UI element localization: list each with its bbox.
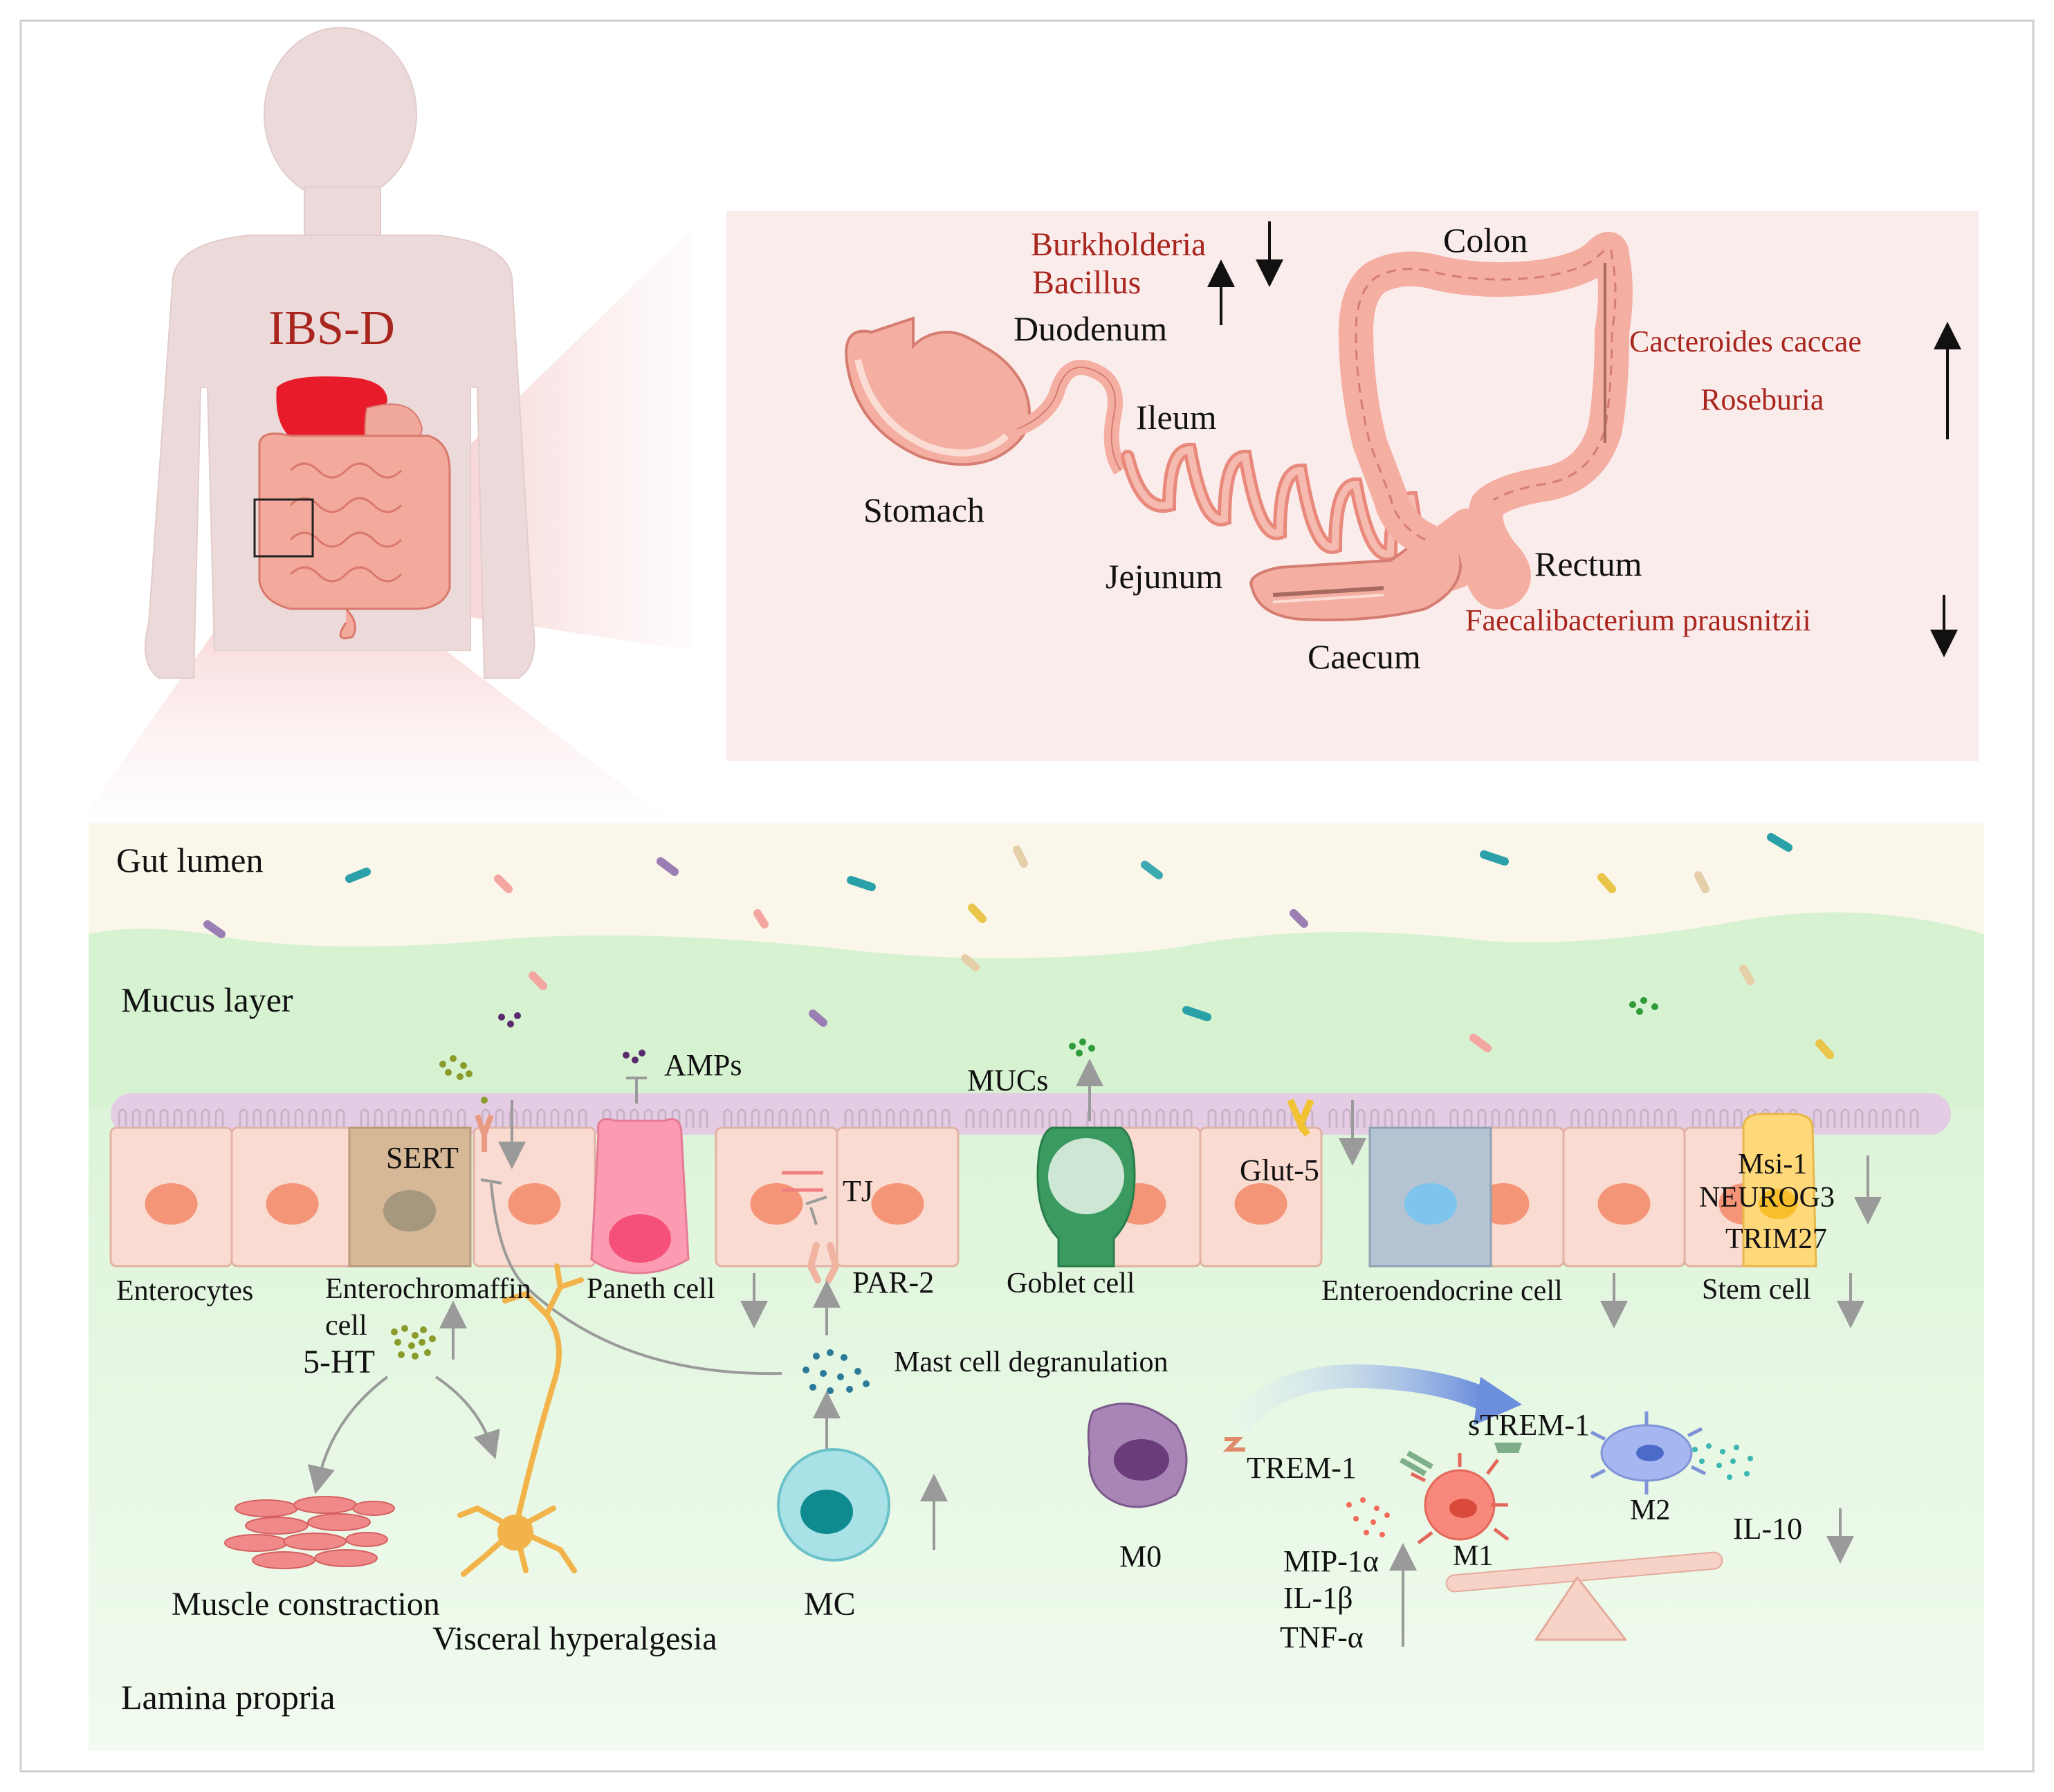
colon-label: Colon [1443,221,1528,259]
microvilli [1691,1108,1798,1128]
molecule-dots [391,997,1753,1537]
par2-label: PAR-2 [852,1265,935,1299]
neuron-icon [457,1263,584,1577]
enterocyte-nucleus [750,1183,803,1225]
seesaw-icon [1445,1551,1723,1641]
microvilli [239,1108,345,1128]
msi1-label: Msi-1 [1738,1149,1808,1180]
par2-receptor-icon [807,1242,840,1283]
enterocyte-nucleus [508,1183,561,1225]
roseburia-label: Roseburia [1700,383,1824,417]
magnifier-box-icon [253,498,314,558]
muscle-cells-icon [224,1496,395,1569]
amps-label: AMPs [664,1048,742,1082]
microvilli [723,1108,829,1128]
microvilli [1328,1108,1435,1128]
enterochromaffin-cell-label: cell [325,1310,367,1342]
m2-label: M2 [1630,1494,1671,1526]
mast-cell-icon [777,1448,890,1562]
polarization-arrow [1229,1364,1485,1433]
5ht-label: 5-HT [303,1344,375,1380]
m2-macrophage-icon [1590,1411,1707,1494]
microvilli [1813,1108,1919,1128]
special-cells [348,1113,1817,1274]
tj-label: TJ [843,1174,873,1208]
glut5-label: Glut-5 [1240,1153,1319,1187]
trem1-label: TREM-1 [1247,1451,1357,1485]
burkholderia-label: Burkholderia [1031,226,1207,263]
neurog3-label: NEUROG3 [1699,1182,1835,1214]
bacteria-icons [203,833,1834,1059]
strem1-receptor-icon [1494,1443,1522,1453]
stomach-label: Stomach [863,491,984,529]
goblet-cell-label: Goblet cell [1007,1268,1135,1299]
colon-drawing [1339,232,1633,610]
faecali-label: Faecalibacterium prausnitzii [1465,603,1811,637]
sert-label: SERT [386,1141,459,1175]
mucs-label: MUCs [967,1063,1049,1097]
tnfa-label: TNF-α [1280,1620,1364,1654]
enterocytes-label: Enterocytes [116,1275,254,1307]
strem1-label: sTREM-1 [1468,1408,1590,1442]
enterocyte-nucleus [871,1183,924,1225]
rectum-label: Rectum [1534,545,1642,583]
ileum-label: Ileum [1136,398,1217,437]
visceral-label: Visceral hyperalgesia [432,1620,717,1657]
microvilli [360,1108,466,1128]
cacteroides-label: Cacteroides caccae [1629,324,1862,358]
grey-arrows [307,1059,1882,1647]
lamina-propria-label: Lamina propria [121,1678,336,1717]
tj-icon [782,1171,823,1192]
mucus-zone [89,912,1984,1107]
m1-label: M1 [1453,1540,1494,1572]
muscle-label: Muscle constraction [172,1586,440,1622]
microvilli [118,1108,224,1128]
mucus-layer-label: Mucus layer [121,980,293,1019]
trem1-receptor-icon [1222,1437,1245,1452]
caecum-drawing [1249,530,1462,621]
enterochromaffin-label: Enterochromaffin [325,1273,531,1305]
mip1a-label: MIP-1α [1283,1544,1379,1578]
microvilli [1570,1108,1677,1128]
microvilli [1449,1108,1556,1128]
sert-receptor-icon [475,1114,494,1152]
il1b-label: IL-1β [1283,1581,1353,1615]
microvilli [602,1108,708,1128]
diagram-title: IBS-D [268,302,395,355]
panel-arrows [1207,221,1961,657]
stem-cell-label: Stem cell [1702,1274,1811,1306]
paneth-cell-label: Paneth cell [587,1273,715,1305]
enterocyte-nucleus [1597,1183,1651,1225]
enterocyte-nucleus [266,1183,319,1225]
m0-macrophage-icon [1087,1402,1188,1508]
enteroendocrine-cell-label: Enteroendocrine cell [1321,1275,1563,1307]
caecum-label: Caecum [1308,637,1421,676]
bacillus-label: Bacillus [1032,264,1141,301]
stomach-drawing [845,316,1031,466]
trim27-label: TRIM27 [1725,1223,1827,1255]
mast-degranulation-label: Mast cell degranulation [894,1346,1168,1378]
m0-label: M0 [1119,1539,1162,1573]
gut-lumen-label: Gut lumen [116,841,264,879]
mc-label: MC [804,1586,856,1622]
jejunum-label: Jejunum [1106,557,1223,596]
enterocyte-nucleus [1234,1183,1287,1225]
m1-macrophage-icon [1410,1453,1510,1544]
enterocyte-nucleus [145,1183,198,1225]
duodenum-label: Duodenum [1014,309,1168,348]
il10-label: IL-10 [1733,1512,1803,1546]
mini-organs [253,376,451,639]
sert-inhibit-bar [480,1178,502,1185]
brush-border [111,1093,1951,1135]
liver-icon [276,376,387,445]
microvilli [844,1108,951,1128]
gut-lumen-zone [89,823,1984,958]
microvilli [965,1108,1072,1128]
glut5-transporter-icon [1287,1099,1314,1137]
trem1-m1-receptor-icon [1400,1450,1433,1476]
